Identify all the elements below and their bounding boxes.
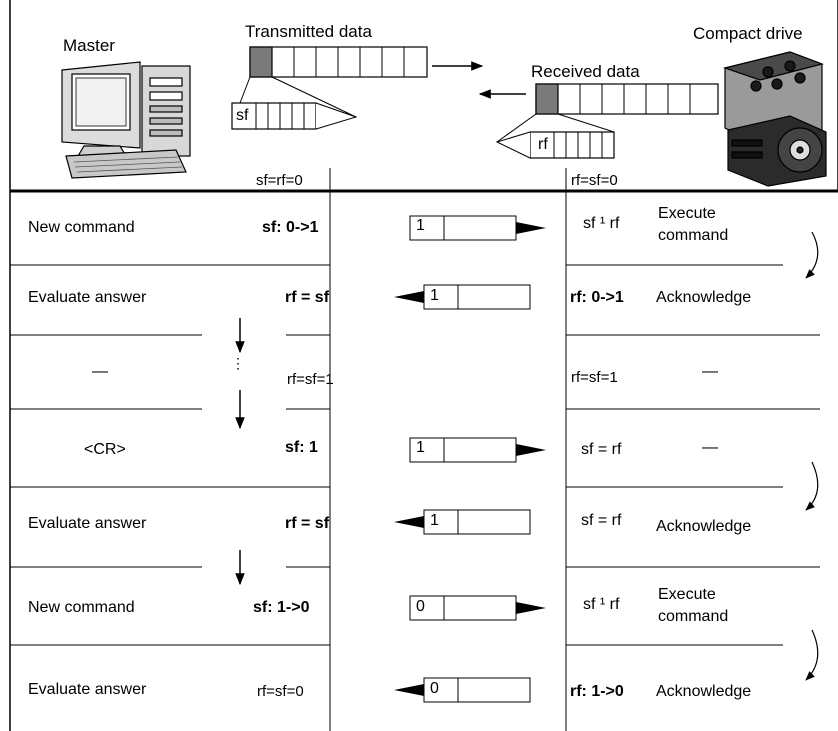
computer-icon	[61, 61, 191, 179]
master-action: <CR>	[84, 441, 126, 458]
telegram-4	[409, 437, 546, 463]
drive-flag: sf ¹ rf	[583, 215, 620, 232]
transmitted-data-frame	[231, 46, 428, 130]
master-flag: sf: 1->0	[253, 599, 310, 616]
curved-arrow	[805, 629, 819, 681]
master-flag: sf: 1	[285, 439, 318, 456]
row-separators	[10, 264, 820, 646]
master-action: Evaluate answer	[28, 681, 147, 698]
curved-arrow	[805, 461, 819, 511]
telegram-2	[394, 284, 531, 310]
master-action: New command	[28, 599, 135, 616]
telegram-value: 1	[430, 512, 439, 529]
drive-action: —	[702, 363, 718, 380]
drive-initial-state: rf=sf=0	[571, 172, 618, 189]
drive-flag: sf = rf	[581, 512, 622, 529]
master-flag: rf = sf	[285, 515, 330, 532]
rf-field-label: rf	[538, 136, 548, 153]
master-flag: rf=sf=1	[287, 371, 334, 388]
curved-arrow	[805, 231, 819, 279]
drive-action: Execute command	[658, 586, 729, 625]
master-initial-state: sf=rf=0	[256, 172, 303, 189]
telegram-6	[409, 595, 546, 621]
telegram-7	[394, 677, 531, 703]
telegram-5	[394, 509, 531, 535]
master-action: Evaluate answer	[28, 515, 147, 532]
master-action: New command	[28, 219, 135, 236]
drive-action: —	[702, 439, 718, 456]
master-flag: rf=sf=0	[257, 683, 304, 700]
drive-flag: rf: 0->1	[570, 289, 624, 306]
received-data-frame	[495, 83, 719, 159]
received-data-label: Received data	[531, 62, 640, 81]
drive-flag: sf = rf	[581, 441, 622, 458]
telegram-value: 1	[430, 287, 439, 304]
telegram-value: 0	[430, 680, 439, 697]
drive-action: Acknowledge	[656, 683, 752, 700]
telegram-value: 0	[416, 598, 425, 615]
master-action: —	[92, 363, 108, 380]
telegram-value: 1	[416, 439, 425, 456]
telegram-value: 1	[416, 217, 425, 234]
compact-drive-label: Compact drive	[693, 24, 803, 43]
drive-action: Acknowledge	[656, 518, 752, 535]
ellipsis-mark: ⋮	[231, 355, 245, 371]
master-flag: sf: 0->1	[262, 219, 319, 236]
transmitted-data-label: Transmitted data	[245, 22, 372, 41]
master-flag: rf = sf	[285, 289, 330, 306]
sf-field-label: sf	[236, 107, 249, 124]
drive-action: Execute command	[658, 205, 729, 244]
drive-flag: sf ¹ rf	[583, 596, 620, 613]
drive-flag: rf=sf=1	[571, 369, 618, 386]
drive-flag: rf: 1->0	[570, 683, 624, 700]
master-action: Evaluate answer	[28, 289, 147, 306]
telegram-1	[409, 215, 546, 241]
master-label: Master	[63, 36, 115, 55]
drive-action: Acknowledge	[656, 289, 752, 306]
compact-drive-icon	[722, 51, 827, 187]
